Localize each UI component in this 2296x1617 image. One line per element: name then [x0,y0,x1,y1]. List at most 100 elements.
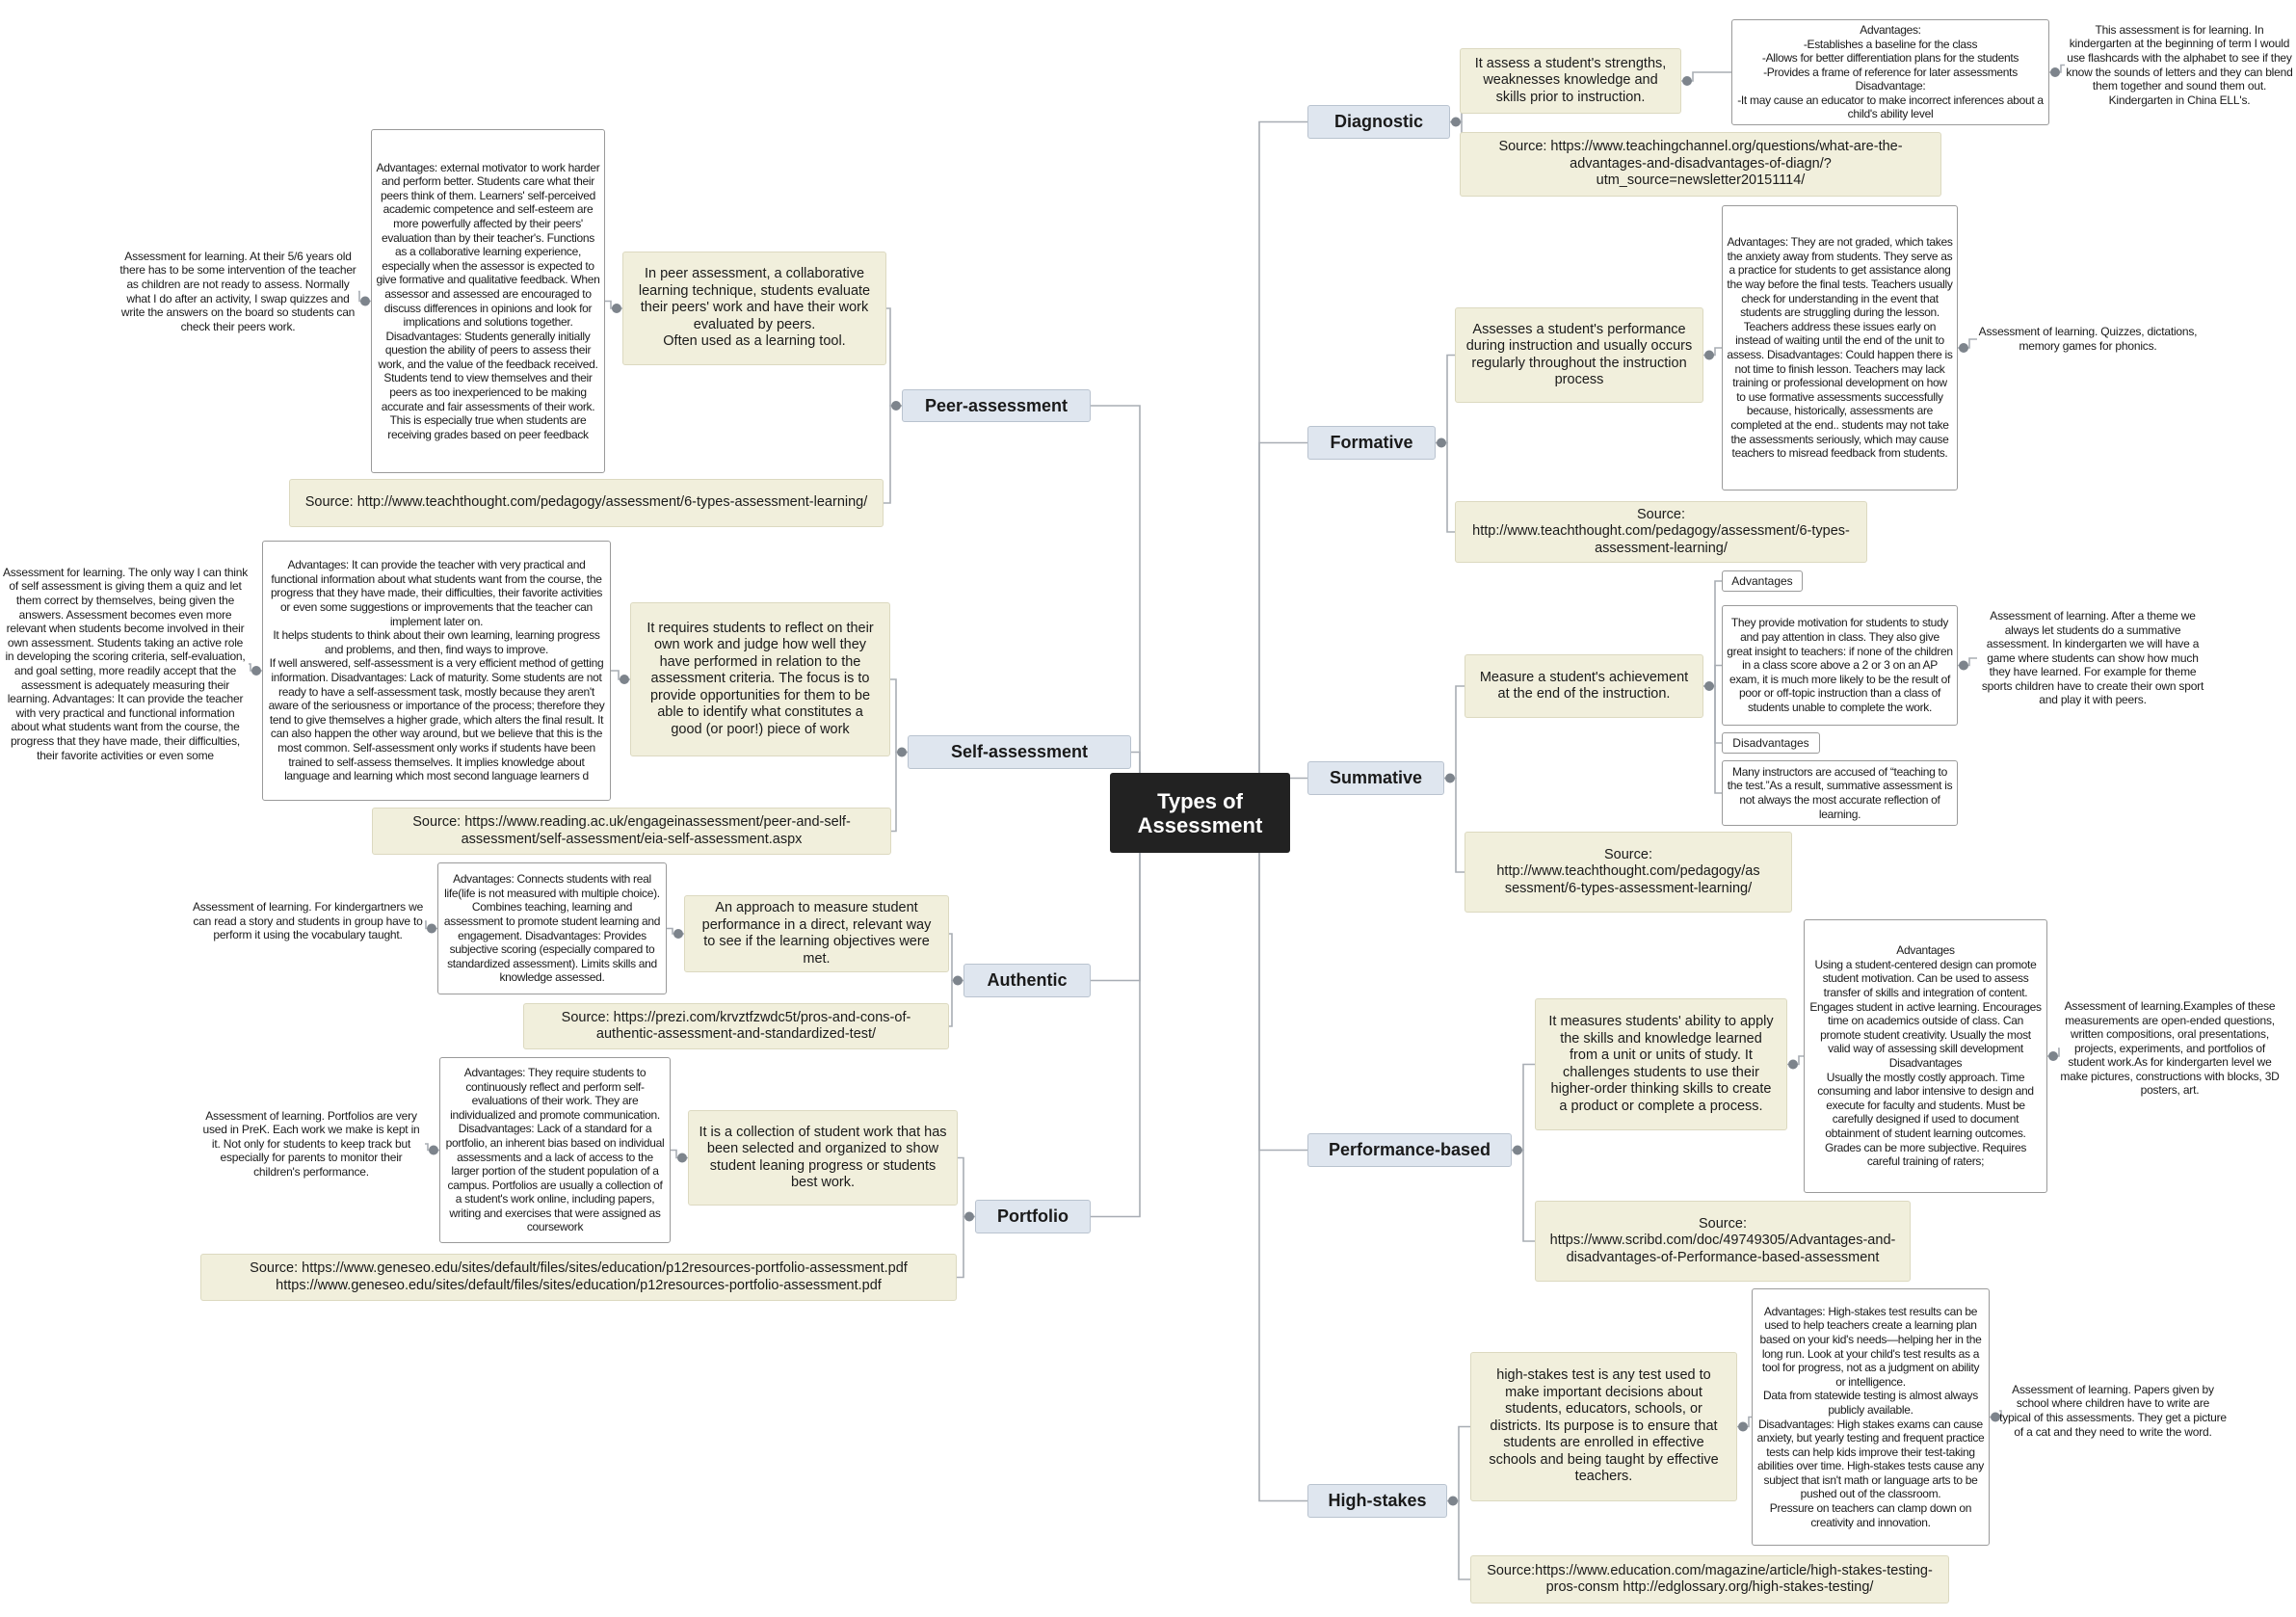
collapse-toggle-icon[interactable] [1513,1145,1522,1155]
connector-line [1703,347,1722,357]
topic-high-stakes[interactable]: High-stakes [1307,1484,1447,1518]
connector-line [667,927,684,935]
connector-line [1447,1425,1470,1502]
diagnostic-note[interactable]: This assessment is for learning. In kind… [2066,22,2293,107]
collapse-toggle-icon[interactable] [953,975,963,986]
connector-line [949,979,963,1027]
peer-pros-cons[interactable]: Advantages: external motivator to work h… [371,129,605,473]
collapse-toggle-icon[interactable] [1704,350,1714,360]
collapse-toggle-icon[interactable] [612,304,621,313]
topic-performance-based[interactable]: Performance-based [1307,1133,1512,1167]
collapse-toggle-icon[interactable] [891,401,901,411]
formative-source[interactable]: Source: http://www.teachthought.com/peda… [1455,501,1867,563]
connector-line [1447,1499,1470,1580]
collapse-toggle-icon[interactable] [2050,67,2060,77]
collapse-toggle-icon[interactable] [1738,1421,1748,1432]
connector-line [886,307,902,407]
peer-source[interactable]: Source: http://www.teachthought.com/peda… [289,479,884,527]
self-source[interactable]: Source: https://www.reading.ac.uk/engage… [372,808,891,855]
collapse-toggle-icon[interactable] [1788,1059,1798,1070]
topic-peer-assessment[interactable]: Peer-assessment [902,389,1091,422]
collapse-toggle-icon[interactable] [1704,681,1714,691]
connector-line [1787,1055,1804,1066]
authentic-source[interactable]: Source: https://prezi.com/krvztfzwdc5t/p… [523,1003,949,1049]
connector-line [1436,354,1455,444]
high-stakes-description[interactable]: high-stakes test is any test used to mak… [1470,1352,1737,1501]
collapse-toggle-icon[interactable] [620,675,629,684]
topic-portfolio[interactable]: Portfolio [975,1200,1091,1233]
summative-source[interactable]: Source: http://www.teachthought.com/peda… [1465,832,1792,913]
performance-pros-cons[interactable]: Advantages Using a student-centered desi… [1804,919,2047,1193]
self-note[interactable]: Assessment for learning. The only way I … [2,565,249,762]
collapse-toggle-icon[interactable] [251,666,261,676]
connector-line [1444,685,1465,780]
collapse-toggle-icon[interactable] [1959,343,1968,353]
high-stakes-source[interactable]: Source:https://www.education.com/magazin… [1470,1555,1949,1604]
connector-line [2049,64,2065,73]
summative-advantages[interactable]: They provide motivation for students to … [1722,605,1958,726]
summative-disadvantages[interactable]: Many instructors are accused of “teachin… [1722,760,1958,826]
topic-diagnostic[interactable]: Diagnostic [1307,105,1450,139]
collapse-toggle-icon[interactable] [360,296,370,306]
collapse-toggle-icon[interactable] [964,1211,974,1222]
connector-line [1258,811,1307,1502]
peer-description[interactable]: In peer assessment, a collaborative lear… [622,252,886,365]
connector-line [1091,811,1141,1218]
portfolio-description[interactable]: It is a collection of student work that … [688,1110,958,1206]
connector-line [958,1156,975,1218]
collapse-toggle-icon[interactable] [1682,76,1692,86]
collapse-toggle-icon[interactable] [1448,1496,1458,1506]
collapse-toggle-icon[interactable] [677,1153,687,1163]
connector-line [1703,685,1722,794]
self-pros-cons[interactable]: Advantages: It can provide the teacher w… [262,541,611,801]
connector-line [1958,338,1977,349]
high-stakes-note[interactable]: Assessment of learning. Papers given by … [1999,1382,2227,1439]
topic-summative[interactable]: Summative [1307,761,1444,795]
collapse-toggle-icon[interactable] [2048,1051,2058,1061]
diagnostic-pros-cons[interactable]: Advantages: -Establishes a baseline for … [1731,19,2049,125]
authentic-pros-cons[interactable]: Advantages: Connects students with real … [437,862,667,994]
diagnostic-source[interactable]: Source: https://www.teachingchannel.org/… [1460,132,1941,197]
performance-description[interactable]: It measures students' ability to apply t… [1535,998,1787,1130]
connector-line [1512,1149,1535,1242]
portfolio-pros-cons[interactable]: Advantages: They require students to con… [439,1057,671,1243]
connector-line [1737,1416,1752,1428]
connector-line [1436,441,1455,533]
connector-line [671,1149,688,1159]
topic-authentic[interactable]: Authentic [963,964,1091,997]
collapse-toggle-icon[interactable] [897,747,907,757]
summative-note[interactable]: Assessment of learning. After a theme we… [1981,608,2204,707]
summative-advantages-label[interactable]: Advantages [1722,570,1803,592]
connector-line [1703,664,1722,687]
summative-disadvantages-label[interactable]: Disadvantages [1722,732,1820,754]
connector-line [425,920,437,930]
topic-formative[interactable]: Formative [1307,426,1436,460]
formative-pros-cons[interactable]: Advantages: They are not graded, which t… [1722,205,1958,490]
collapse-toggle-icon[interactable] [1451,117,1461,127]
performance-note[interactable]: Assessment of learning.Examples of these… [2060,998,2280,1098]
collapse-toggle-icon[interactable] [673,929,683,939]
diagnostic-description[interactable]: It assess a student's strengths, weaknes… [1460,48,1681,114]
portfolio-note[interactable]: Assessment of learning. Portfolios are v… [202,1108,420,1179]
peer-note[interactable]: Assessment for learning. At their 5/6 ye… [119,249,356,333]
formative-note[interactable]: Assessment of learning. Quizzes, dictati… [1978,325,2198,353]
collapse-toggle-icon[interactable] [1445,773,1455,783]
high-stakes-pros-cons[interactable]: Advantages: High-stakes test results can… [1752,1288,1990,1546]
topic-self-assessment[interactable]: Self-assessment [908,735,1131,769]
connector-line [890,678,908,754]
formative-description[interactable]: Assesses a student's performance during … [1455,307,1703,403]
portfolio-source[interactable]: Source: https://www.geneseo.edu/sites/de… [200,1254,957,1301]
connector-line [957,1215,975,1279]
connector-line [1258,441,1307,814]
central-topic[interactable]: Types of Assessment [1110,773,1290,853]
authentic-note[interactable]: Assessment of learning. For kindergartne… [192,900,424,942]
collapse-toggle-icon[interactable] [1959,660,1968,671]
collapse-toggle-icon[interactable] [429,1145,438,1155]
summative-description[interactable]: Measure a student's achievement at the e… [1465,654,1703,718]
self-description[interactable]: It requires students to reflect on their… [630,602,890,756]
connector-line [1444,777,1465,873]
performance-source[interactable]: Source: https://www.scribd.com/doc/49749… [1535,1201,1911,1282]
collapse-toggle-icon[interactable] [1437,437,1446,448]
authentic-description[interactable]: An approach to measure student performan… [684,895,949,972]
collapse-toggle-icon[interactable] [427,923,436,934]
